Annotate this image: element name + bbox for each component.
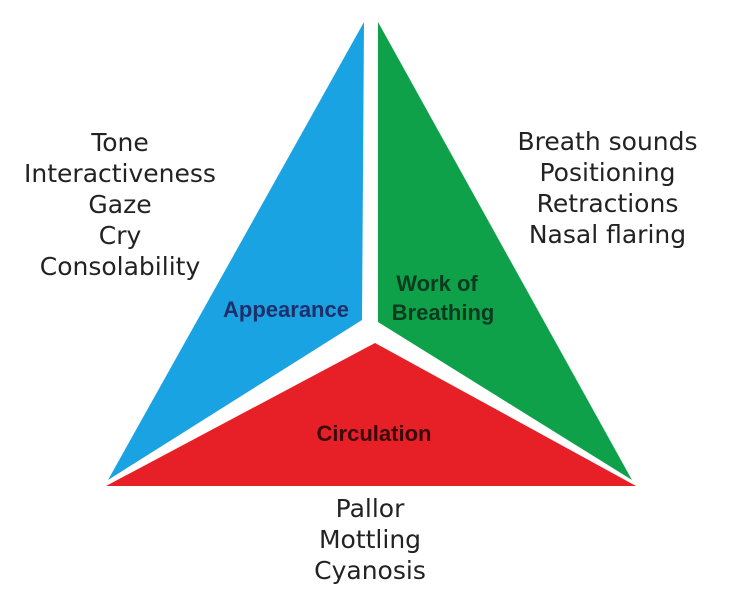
list-item: Mottling (318, 525, 422, 554)
list-item: Interactiveness (24, 159, 216, 188)
list-item: Nasal flaring (528, 220, 687, 249)
appearance-criteria-list: Tone Interactiveness Gaze Cry Consolabil… (0, 127, 240, 282)
list-item: Breath sounds (517, 127, 698, 156)
circulation-label: Circulation (317, 421, 432, 446)
list-item: Retractions (536, 189, 679, 218)
appearance-label: Appearance (223, 297, 349, 322)
list-item: Positioning (539, 158, 676, 187)
list-item: Cyanosis (314, 556, 426, 585)
work-of-breathing-criteria-list: Breath sounds Positioning Retractions Na… (495, 126, 720, 250)
circulation-segment (106, 343, 636, 486)
list-item: Gaze (88, 190, 152, 219)
list-item: Pallor (335, 494, 405, 523)
work-of-breathing-label-line1: Work of (396, 271, 478, 296)
appearance-segment (108, 22, 364, 480)
list-item: Cry (98, 221, 142, 250)
work-of-breathing-label-line2: Breathing (392, 300, 495, 325)
work-of-breathing-segment (378, 22, 632, 480)
circulation-criteria-list: Pallor Mottling Cyanosis (270, 493, 470, 586)
list-item: Consolability (39, 252, 201, 281)
list-item: Tone (91, 128, 149, 157)
